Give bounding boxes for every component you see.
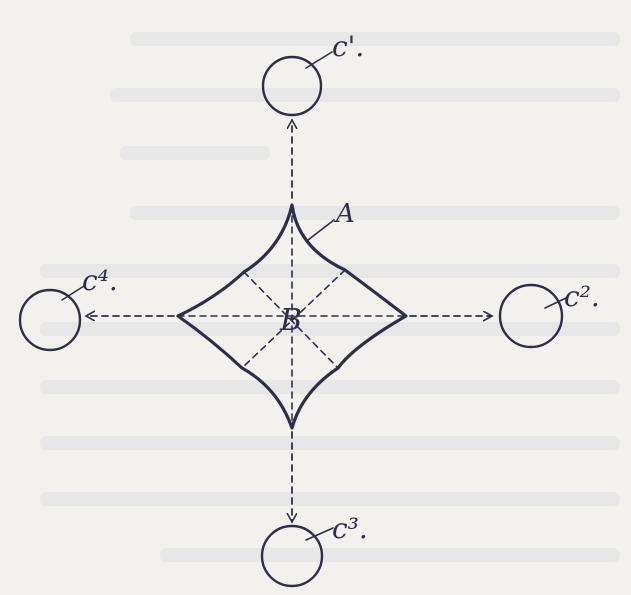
label-inner-center: B: [279, 303, 302, 338]
satellite-c3: [260, 524, 324, 588]
paper-bleed-through: [40, 32, 620, 562]
label-satellite-c3: c³.: [332, 512, 368, 545]
satellite-c2: [498, 283, 564, 349]
satellite-c1: [261, 55, 323, 117]
internal-dashed-divisions: [177, 204, 407, 429]
label-satellite-c2: c².: [564, 280, 600, 313]
label-leader-lines: [61, 51, 567, 541]
label-central-body: A: [334, 199, 355, 229]
label-satellite-c4: c⁴.: [82, 264, 118, 297]
satellite-c4: [18, 288, 82, 352]
label-satellite-c1: c'.: [332, 30, 364, 63]
